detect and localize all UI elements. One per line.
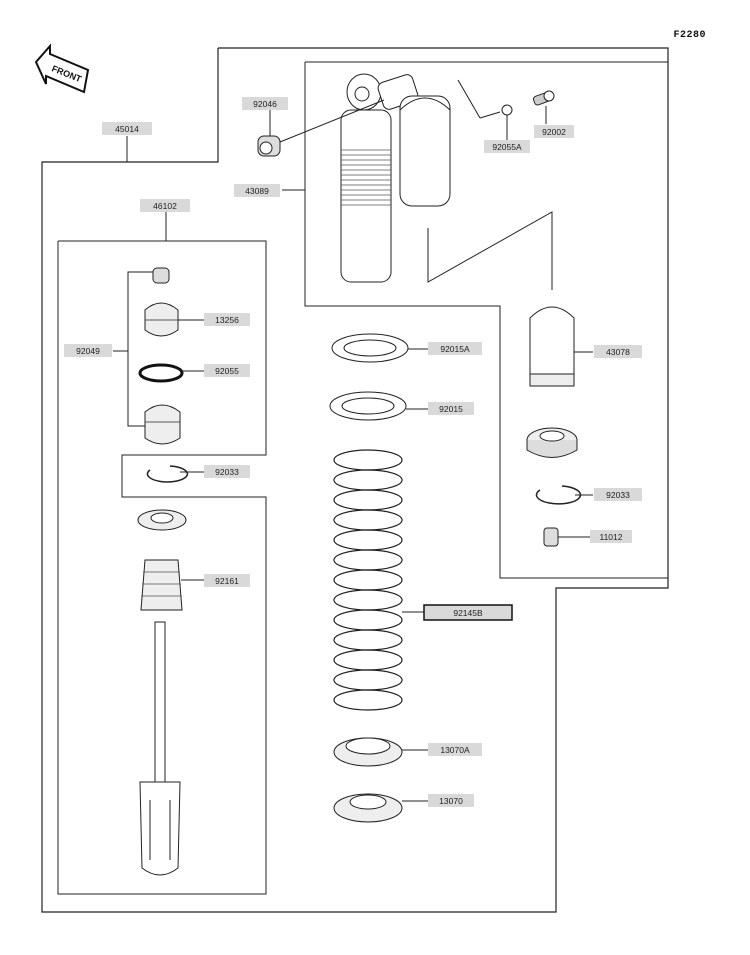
svg-text:92055A: 92055A <box>492 142 522 152</box>
o-ring-92055 <box>138 363 184 383</box>
shock-body <box>340 73 451 283</box>
reservoir-end-cap <box>526 427 578 458</box>
label-92015A: 92015A <box>428 342 482 355</box>
spring-92145B <box>333 449 403 711</box>
label-92145B: 92145B <box>423 604 513 621</box>
label-92049: 92049 <box>64 344 112 357</box>
reservoir-cap <box>529 306 575 387</box>
circlip-92033-left <box>146 465 189 483</box>
bolt-92002 <box>532 90 555 106</box>
valve-11012 <box>543 527 559 547</box>
label-92002: 92002 <box>534 125 574 138</box>
svg-text:92046: 92046 <box>253 99 277 109</box>
label-92055: 92055 <box>204 364 250 377</box>
seal-lower <box>144 404 181 445</box>
subassembly-outline-43089 <box>304 61 669 579</box>
label-92055A: 92055A <box>484 140 530 153</box>
svg-text:92055: 92055 <box>215 366 239 376</box>
svg-text:92002: 92002 <box>542 127 566 137</box>
label-92046: 92046 <box>242 97 288 110</box>
spring-guide-13070A <box>333 737 403 767</box>
label-45014: 45014 <box>102 122 152 135</box>
figure-code: F2280 <box>673 30 706 41</box>
svg-text:92049: 92049 <box>76 346 100 356</box>
svg-text:43089: 43089 <box>245 186 269 196</box>
svg-text:92015A: 92015A <box>440 344 470 354</box>
label-92015: 92015 <box>428 402 474 415</box>
label-92033-right: 92033 <box>594 488 642 501</box>
spring-guide-13070 <box>333 793 403 823</box>
svg-text:13070: 13070 <box>439 796 463 806</box>
svg-text:45014: 45014 <box>115 124 139 134</box>
svg-text:92145B: 92145B <box>453 608 483 618</box>
damper-piston-13256 <box>144 302 179 337</box>
label-46102: 46102 <box>140 199 190 212</box>
label-13256: 13256 <box>204 313 250 326</box>
label-11012: 11012 <box>590 530 632 543</box>
label-92033-left: 92033 <box>204 465 250 478</box>
label-43078: 43078 <box>594 345 642 358</box>
washer-cup <box>137 509 187 531</box>
spring-adjuster-92015A <box>331 333 409 363</box>
damper-rod <box>139 621 181 876</box>
label-13070A: 13070A <box>428 743 482 756</box>
svg-text:92015: 92015 <box>439 404 463 414</box>
svg-text:43078: 43078 <box>606 347 630 357</box>
svg-text:13070A: 13070A <box>440 745 470 755</box>
svg-text:46102: 46102 <box>153 201 177 211</box>
svg-text:11012: 11012 <box>599 532 622 542</box>
svg-text:13256: 13256 <box>215 315 239 325</box>
svg-text:92033: 92033 <box>606 490 630 500</box>
svg-text:92161: 92161 <box>215 576 239 586</box>
bump-rubber-92161 <box>140 559 183 611</box>
label-13070: 13070 <box>428 794 474 807</box>
spring-adjuster-92015 <box>329 391 407 421</box>
subassembly-outline-46102 <box>57 240 267 895</box>
label-43089: 43089 <box>234 184 280 197</box>
circlip-92033-right <box>535 485 582 505</box>
front-arrow-icon: FRONT <box>34 43 90 94</box>
label-92161: 92161 <box>204 574 250 587</box>
bushing-92046 <box>257 135 281 157</box>
svg-text:92033: 92033 <box>215 467 239 477</box>
nut-top <box>152 267 170 284</box>
